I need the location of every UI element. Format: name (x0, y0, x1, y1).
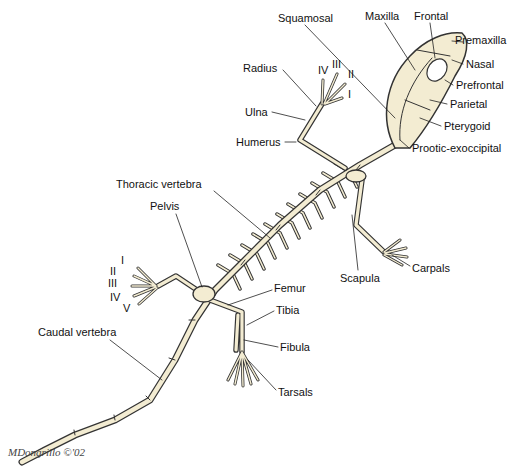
part-label: Thoracic vertebra (116, 178, 202, 190)
digit-number: IV (318, 64, 328, 76)
part-label: Pelvis (150, 200, 179, 212)
part-label: Frontal (414, 10, 448, 22)
part-label: Parietal (450, 98, 487, 110)
part-label: Caudal vertebra (38, 326, 116, 338)
digit-number: III (108, 277, 117, 289)
digit-number: I (121, 254, 124, 266)
part-label: Tarsals (278, 386, 313, 398)
part-label: Scapula (340, 272, 380, 284)
digit-number: I (348, 88, 351, 100)
digit-number: V (123, 302, 130, 314)
part-label: Femur (274, 282, 306, 294)
part-label: Pterygoid (444, 120, 490, 132)
part-label: Prefrontal (456, 79, 504, 91)
part-label: Prootic-exoccipital (412, 142, 501, 154)
part-label: Nasal (466, 58, 494, 70)
part-label: Carpals (412, 262, 450, 274)
part-label: Fibula (280, 341, 310, 353)
part-label: Squamosal (278, 12, 333, 24)
digit-number: III (332, 58, 341, 70)
part-label: Premaxilla (455, 34, 506, 46)
part-label: Humerus (236, 136, 281, 148)
part-label: Ulna (245, 106, 268, 118)
signature: MDongrillo ©'02 (8, 446, 85, 458)
part-label: Tibia (276, 304, 299, 316)
digit-number: II (348, 68, 354, 80)
digit-number: IV (110, 291, 120, 303)
part-label: Radius (243, 62, 277, 74)
digit-number: II (110, 265, 116, 277)
part-label: Maxilla (365, 10, 399, 22)
